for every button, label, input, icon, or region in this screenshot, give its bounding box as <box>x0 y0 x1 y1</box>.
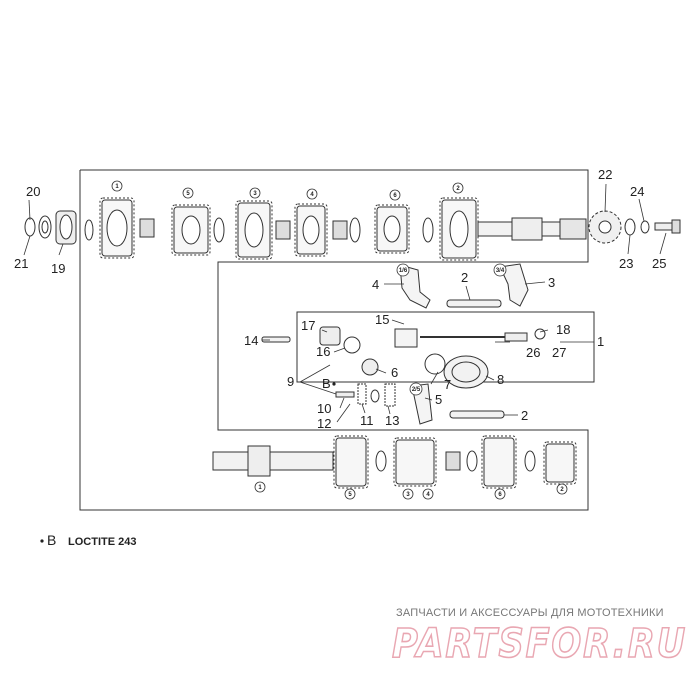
callout-13: 13 <box>385 413 399 428</box>
callout-7: 7 <box>444 377 451 392</box>
callout-25: 25 <box>652 256 666 271</box>
gear-mark-label: 4 <box>310 192 314 198</box>
callout-10: 10 <box>317 401 331 416</box>
callout-9: 9 <box>287 374 294 389</box>
legend-dot-icon <box>40 539 44 543</box>
gear-mark-bottom-3: 3 <box>402 488 414 500</box>
callout-labels: 20 21 19 22 24 23 25 4 2 3 14 15 17 16 1… <box>14 167 666 431</box>
gear-mark-top-6: 6 <box>389 189 401 201</box>
legend-sealant-text: LOCTITE 243 <box>68 536 136 548</box>
gear-mark-label: 1 <box>258 485 262 491</box>
callout-1: 1 <box>597 334 604 349</box>
callout-22: 22 <box>598 167 612 182</box>
fork-mark-1-6: 1/6 <box>396 263 410 277</box>
gear-mark-top-2: 2 <box>452 182 464 194</box>
callout-8: 8 <box>497 372 504 387</box>
gear-mark-label: 3 <box>406 492 410 498</box>
callout-11: 11 <box>360 413 374 428</box>
fork-mark-label: 3/4 <box>496 268 505 274</box>
callout-17: 17 <box>301 318 315 333</box>
gear-mark-top-5: 5 <box>182 187 194 199</box>
callout-2-bottom: 2 <box>521 408 528 423</box>
gear-mark-bottom-5: 5 <box>344 488 356 500</box>
fork-mark-2-5: 2/5 <box>409 382 423 396</box>
gear-marks: 1 5 3 4 6 2 1 5 3 4 6 2 1/6 3/4 2/5 <box>111 180 568 500</box>
callout-24: 24 <box>630 184 644 199</box>
gear-mark-label: 6 <box>393 193 397 199</box>
watermark: ЗАПЧАСТИ И АКСЕССУАРЫ ДЛЯ МОТОТЕХНИКИ PA… <box>391 607 687 668</box>
gear-mark-top-3: 3 <box>249 187 261 199</box>
callout-12: 12 <box>317 416 331 431</box>
callout-23: 23 <box>619 256 633 271</box>
callout-19: 19 <box>51 261 65 276</box>
callout-21: 21 <box>14 256 28 271</box>
fork-mark-label: 1/6 <box>399 268 408 274</box>
frame-lines <box>79 169 595 511</box>
gear-mark-label: 4 <box>426 492 430 498</box>
watermark-tagline: ЗАПЧАСТИ И АКСЕССУАРЫ ДЛЯ МОТОТЕХНИКИ <box>396 607 664 619</box>
gear-mark-bottom-4: 4 <box>422 488 434 500</box>
top-shaft-assembly <box>24 197 681 261</box>
callout-18: 18 <box>556 322 570 337</box>
leader-lines <box>23 183 667 423</box>
bottom-shaft-assembly <box>212 435 577 489</box>
gear-mark-label: 2 <box>560 487 564 493</box>
callout-20: 20 <box>26 184 40 199</box>
gear-mark-top-4: 4 <box>306 188 318 200</box>
gear-mark-label: 3 <box>253 191 257 197</box>
watermark-brand: PARTSFOR.RU <box>392 621 687 667</box>
legend-b-label: B <box>47 532 56 548</box>
callout-3: 3 <box>548 275 555 290</box>
bolt-b-marker: B <box>322 376 336 391</box>
callout-4: 4 <box>372 277 379 292</box>
gear-mark-label: 6 <box>498 492 502 498</box>
fork-mark-label: 2/5 <box>412 387 421 393</box>
callout-16: 16 <box>316 344 330 359</box>
callout-2-top: 2 <box>461 270 468 285</box>
gear-mark-bottom-2: 2 <box>556 483 568 495</box>
callout-26: 26 <box>526 345 540 360</box>
callout-14: 14 <box>244 333 258 348</box>
shift-mechanism <box>261 263 546 425</box>
callout-6: 6 <box>391 365 398 380</box>
gear-mark-label: 5 <box>348 492 352 498</box>
gear-mark-label: 5 <box>186 191 190 197</box>
gear-mark-label: 2 <box>456 186 460 192</box>
fork-mark-3-4: 3/4 <box>493 263 507 277</box>
gear-mark-label: 1 <box>115 184 119 190</box>
callout-15: 15 <box>375 312 389 327</box>
gear-mark-bottom-6: 6 <box>494 488 506 500</box>
gear-mark-bottom-1: 1 <box>254 481 266 493</box>
b-marker-text: B <box>322 376 331 391</box>
callout-27: 27 <box>552 345 566 360</box>
legend: B LOCTITE 243 <box>40 532 136 548</box>
callout-5: 5 <box>435 392 442 407</box>
gear-mark-top-1: 1 <box>111 180 123 192</box>
